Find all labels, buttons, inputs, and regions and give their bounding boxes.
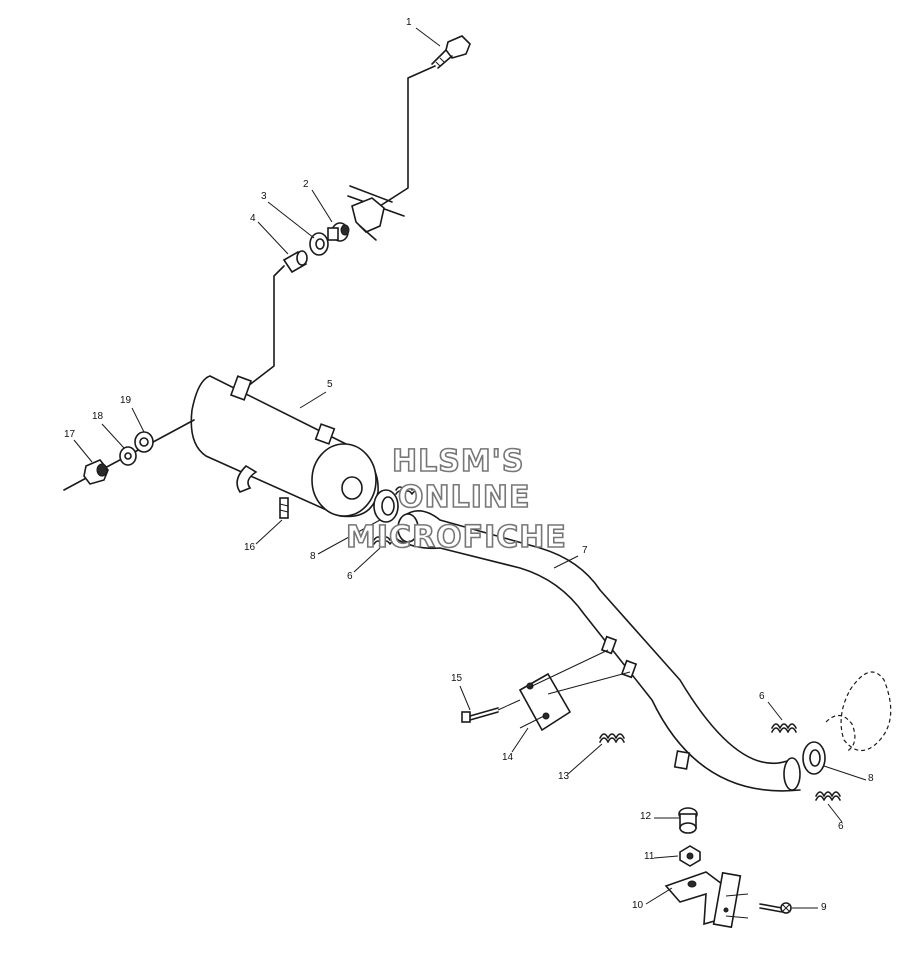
callout-6-right-upper: 6 — [759, 691, 765, 702]
leader-lines — [73, 27, 867, 909]
part-7-exhaust-pipe — [397, 510, 801, 792]
part-6-spring-lower — [373, 536, 399, 545]
part-8-gasket-right — [802, 741, 826, 775]
part-6-spring-right-lower — [815, 791, 841, 801]
part-6-spring-upper — [395, 486, 421, 495]
callout-5: 5 — [327, 379, 333, 390]
engine-flange-outline — [840, 671, 892, 752]
part-10-bracket — [664, 871, 749, 929]
callout-2: 2 — [303, 179, 309, 190]
callout-16: 16 — [244, 542, 256, 553]
part-15-bolt — [461, 699, 521, 723]
part-14-bracket — [518, 649, 631, 732]
callout-17: 17 — [64, 429, 76, 440]
part-11-nut — [679, 845, 701, 867]
callout-13: 13 — [558, 771, 570, 782]
callout-8-right: 8 — [868, 773, 874, 784]
callout-19: 19 — [120, 395, 132, 406]
callout-8: 8 — [310, 551, 316, 562]
part-2-grommet — [327, 222, 350, 242]
callout-10: 10 — [632, 900, 644, 911]
watermark-line-2: ONLINE — [397, 479, 531, 516]
callout-3: 3 — [261, 191, 267, 202]
part-8-gasket-upper — [373, 489, 399, 523]
callout-14: 14 — [502, 752, 514, 763]
part-13-spring — [599, 733, 625, 743]
part-3-washer — [309, 232, 329, 256]
part-2-bracket — [347, 185, 405, 241]
part-17-nut — [83, 459, 109, 485]
callout-18: 18 — [92, 411, 104, 422]
part-5-muffler — [190, 375, 379, 518]
part-19-washer — [134, 431, 154, 453]
part-1-bolt — [431, 35, 471, 69]
watermark-line-1: HLSM'S — [391, 443, 525, 480]
part-12-bushing — [678, 807, 698, 834]
part-18-washer — [119, 446, 137, 466]
part-9-bolt — [759, 902, 792, 914]
assembly-line-upper — [379, 65, 436, 207]
assembly-line-mid — [247, 265, 285, 387]
callout-7: 7 — [582, 545, 588, 556]
callout-1: 1 — [406, 17, 412, 28]
watermark-line-3: MICROFICHE — [345, 519, 567, 556]
callout-12: 12 — [640, 811, 652, 822]
part-4-spacer — [282, 250, 308, 274]
callout-4: 4 — [250, 213, 256, 224]
callout-6: 6 — [347, 571, 353, 582]
callout-11: 11 — [644, 851, 655, 862]
part-6-spring-right-upper — [771, 723, 797, 733]
callout-6-right-lower: 6 — [838, 821, 844, 832]
engine-flange-outline-2 — [825, 714, 856, 753]
callout-15: 15 — [451, 673, 463, 684]
callout-9: 9 — [821, 902, 827, 913]
part-16-bolt — [279, 497, 289, 519]
